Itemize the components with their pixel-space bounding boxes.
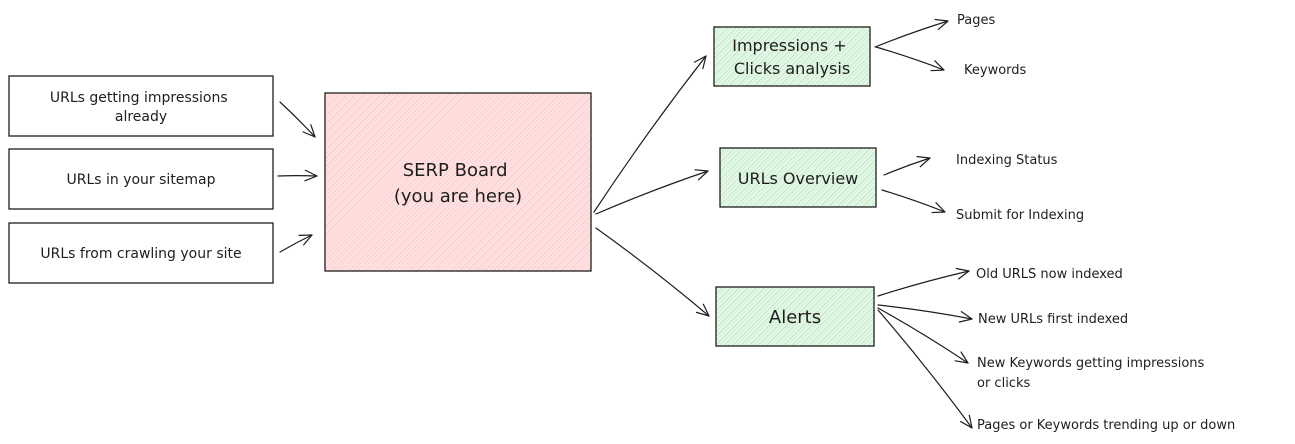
- arrow-alerts-to-new-urls: [877, 304, 973, 323]
- input-box-impressions-line-1: URLs getting impressions: [50, 90, 228, 106]
- leaf-label-new-urls-indexed: New URLs first indexed: [978, 312, 1128, 327]
- arrow-center-to-impressions: [593, 55, 707, 213]
- arrow-alerts-to-trending: [877, 309, 973, 429]
- input-box-crawling-label: URLs from crawling your site: [40, 246, 241, 262]
- output-box-urls-overview-label: URLs Overview: [738, 169, 859, 188]
- leaf-label-indexing-status: Indexing Status: [956, 153, 1058, 168]
- arrows-layer: [277, 18, 973, 429]
- center-box-serp-board: SERP Board (you are here): [324, 92, 592, 272]
- leaf-label-new-keywords-line-2: or clicks: [977, 376, 1030, 391]
- arrow-alerts-to-old-urls: [877, 267, 970, 297]
- arrow-input-sitemap-to-center: [277, 169, 318, 182]
- leaf-label-trending: Pages or Keywords trending up or down: [977, 418, 1235, 433]
- output-box-alerts: Alerts: [715, 286, 875, 347]
- svg-text:SERP Board (you are here: SERP Board (you are here): [394, 160, 522, 207]
- arrow-urls-overview-to-indexing-status: [883, 156, 931, 176]
- input-box-impressions: URLs getting impressions already: [8, 75, 274, 137]
- arrow-center-to-urls-overview: [595, 169, 709, 215]
- arrow-impressions-to-keywords: [875, 46, 945, 72]
- output-box-urls-overview: URLs Overview: [719, 147, 877, 208]
- output-box-impressions-clicks: Impressions + Clicks analysis: [713, 26, 871, 87]
- input-box-sitemap-label: URLs in your sitemap: [66, 172, 215, 188]
- leaf-label-keywords: Keywords: [964, 63, 1027, 78]
- input-box-sitemap: URLs in your sitemap: [8, 148, 274, 210]
- svg-text:URLs getting impressions: URLs getting impressions already: [50, 90, 232, 125]
- center-box-line-1: SERP Board: [403, 160, 508, 181]
- output-box-impressions-line-1: Impressions +: [732, 36, 846, 55]
- svg-text:Impressions + Clicks ana: Impressions + Clicks analysis: [732, 36, 852, 78]
- input-box-impressions-line-2: already: [115, 109, 167, 125]
- leaf-label-submit-for-indexing: Submit for Indexing: [956, 208, 1084, 223]
- arrow-urls-overview-to-submit: [881, 189, 946, 214]
- input-box-crawling: URLs from crawling your site: [8, 222, 274, 284]
- arrow-input-crawling-to-center: [279, 234, 313, 253]
- arrow-impressions-to-pages: [874, 18, 949, 48]
- leaf-label-old-urls-indexed: Old URLS now indexed: [976, 267, 1123, 282]
- arrow-center-to-alerts: [595, 227, 710, 317]
- arrow-input-impressions-to-center: [279, 101, 316, 138]
- leaf-label-new-keywords-line-1: New Keywords getting impressions: [977, 356, 1205, 371]
- leaf-label-pages: Pages: [957, 13, 995, 28]
- svg-text:New Keywords getting impressio: New Keywords getting impressions or clic…: [977, 356, 1208, 391]
- output-box-impressions-line-2: Clicks analysis: [734, 59, 850, 78]
- arrow-alerts-to-new-keywords: [877, 307, 969, 364]
- output-box-alerts-label: Alerts: [769, 307, 821, 328]
- center-box-line-2: (you are here): [394, 186, 522, 207]
